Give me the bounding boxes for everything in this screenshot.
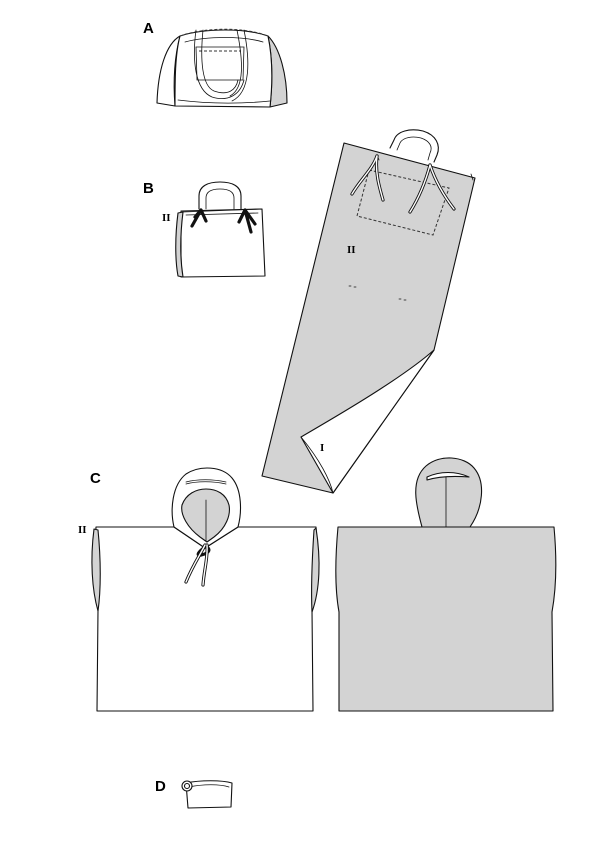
blanket-handle [389,129,439,163]
view-c: C II I [78,457,557,712]
view-a-duffel-bag [156,28,288,108]
blanket-inner-marker: I [320,442,324,454]
poncho-back-body [335,526,557,712]
view-b: B II I [143,180,266,278]
view-b-outer-marker: II [162,212,171,224]
poncho-back-hood [415,457,483,528]
view-d: D [155,778,233,809]
view-b-label: B [143,180,154,197]
view-a-label: A [143,20,154,37]
blanket-outer-marker: II [347,244,356,256]
poncho-back [335,457,557,712]
blanket-pocket [356,169,450,236]
view-a: A [143,20,288,108]
view-d-label: D [155,778,166,795]
view-c-outer-marker: II [78,524,87,536]
view-c-label: C [90,470,101,487]
unfolded-bag-blanket: II I [261,129,476,494]
view-d-ring [181,780,193,792]
view-d-pouch [181,780,233,809]
poncho-front [91,467,320,712]
view-b-folded-tote [175,181,266,278]
